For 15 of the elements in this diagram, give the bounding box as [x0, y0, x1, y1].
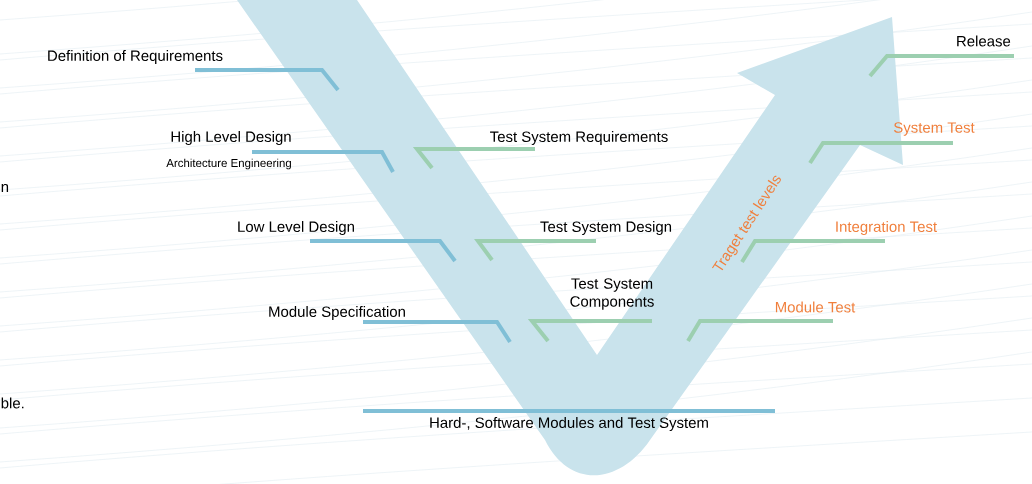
test-level-label: Integration Test	[836, 221, 937, 235]
phase-label: ble.	[1, 397, 24, 409]
phase-label: Hard-, Software Modules and Test System	[430, 417, 708, 431]
phase-label: Architecture Engineering	[166, 158, 291, 170]
phase-label: Definition of Requirements	[48, 50, 223, 64]
phase-label: Test System Requirements	[490, 131, 668, 145]
phase-label: Test System Design	[540, 221, 672, 235]
phase-label: Module Specification	[269, 306, 405, 320]
phase-label: Test System Components	[570, 278, 654, 310]
test-level-label: System Test	[894, 122, 975, 136]
phase-label: Release	[957, 35, 1011, 47]
phase-label: High Level Design	[171, 131, 291, 145]
phase-label: Low Level Design	[238, 221, 354, 235]
phase-label: n	[1, 184, 9, 192]
test-level-label: Module Test	[775, 301, 856, 313]
